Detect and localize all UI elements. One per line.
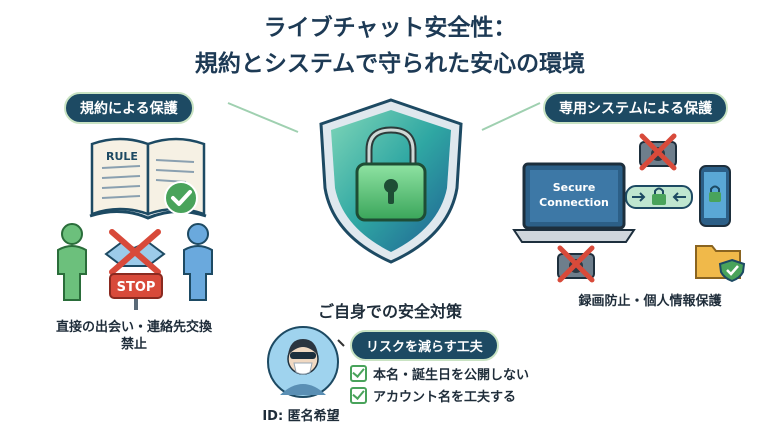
person-green-icon: [57, 223, 87, 301]
checkbox-icon: [350, 365, 367, 382]
title-line-2: 規約とシステムで守られた安心の環境: [194, 51, 586, 77]
encrypted-tunnel-icon: [625, 185, 693, 209]
risk-reduction-pill: リスクを減らす工夫: [350, 330, 499, 361]
left-caption-line-1: 直接の出会い・連絡先交換: [55, 320, 212, 335]
stop-sign-icon: STOP: [109, 273, 163, 310]
rules-protection-pill: 規約による保護: [64, 92, 194, 124]
rulebook-icon: RULE: [89, 137, 207, 220]
screen-text-line-1: Secure: [553, 181, 596, 194]
shield-lock-icon: [319, 98, 463, 264]
laptop-icon: Secure Connection: [512, 162, 636, 243]
check-item-2-text: アカウント名を工夫する: [373, 390, 517, 405]
checkbox-icon: [350, 387, 367, 404]
person-blue-icon: [183, 223, 213, 301]
title-line-1: ライブチャット安全性：: [263, 15, 517, 41]
smartphone-icon: [699, 165, 731, 227]
camera-prohibited-icon-2: [557, 245, 595, 283]
screen-text-line-2: Connection: [539, 196, 609, 209]
left-caption-line-2: 禁止: [120, 337, 147, 352]
self-measures-heading: ご自身での安全対策: [317, 302, 462, 321]
book-label: RULE: [106, 150, 138, 163]
protected-folder-icon: [695, 245, 746, 283]
stop-label: STOP: [117, 280, 156, 295]
check-item-1: 本名・誕生日を公開しない: [350, 364, 529, 383]
system-protection-pill: 専用システムによる保護: [543, 92, 729, 124]
check-badge-icon: [164, 181, 198, 215]
camera-prohibited-icon: [639, 133, 677, 171]
right-caption: 録画防止・個人情報保護: [578, 294, 722, 309]
check-item-1-text: 本名・誕生日を公開しない: [373, 368, 530, 383]
check-item-2: アカウント名を工夫する: [350, 386, 516, 405]
anonymous-id-label: ID: 匿名希望: [262, 409, 340, 424]
handshake-prohibited-icon: [104, 229, 166, 275]
anonymous-avatar-icon: [267, 326, 339, 398]
